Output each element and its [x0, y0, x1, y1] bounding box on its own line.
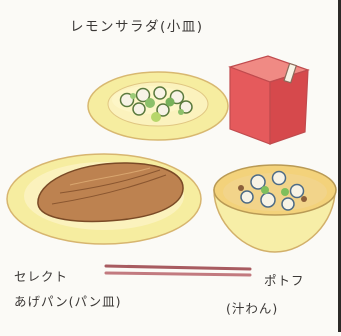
- frame-border: [338, 0, 341, 332]
- salad-plate-icon: [87, 71, 229, 141]
- chopsticks-icon: [104, 264, 252, 277]
- bread-plate-icon: [6, 153, 202, 245]
- select-label: セレクト: [14, 269, 69, 284]
- potofu-label: ポトフ: [264, 273, 305, 288]
- bowl-label: (汁わん): [226, 301, 279, 316]
- bread-label: あげパン(パン皿): [14, 294, 122, 309]
- soup-bowl-icon: [213, 164, 337, 253]
- milk-carton-icon: [228, 55, 310, 145]
- salad-label: レモンサラダ(小皿): [70, 19, 204, 35]
- potofu-icon: [238, 170, 307, 211]
- bread-icon: [37, 162, 184, 223]
- salad-icon: [119, 86, 193, 122]
